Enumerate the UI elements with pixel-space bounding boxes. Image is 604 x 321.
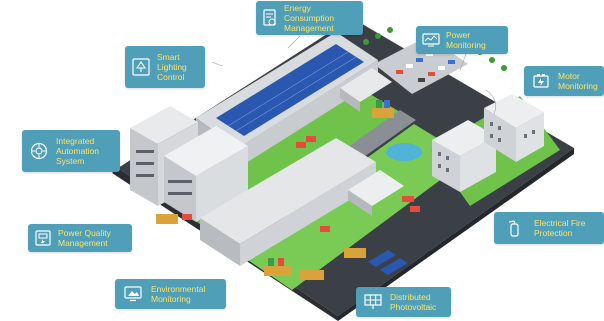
- power-quality-line-1: Power Quality: [58, 228, 111, 238]
- smart-lighting-label: Smart Lighting Control: [157, 52, 205, 82]
- ground-solar-farm: [368, 250, 408, 275]
- energy-line-1: Energy: [284, 3, 311, 13]
- motor-line-1: Motor: [558, 71, 580, 81]
- power-monitoring-line-1: Power: [446, 30, 471, 40]
- distributed-pv-tag: Distributed Photovoltaic: [356, 287, 451, 317]
- environmental-line-1: Environmental: [151, 284, 206, 294]
- electrical-fire-line-2: Protection: [534, 228, 573, 238]
- smart-lighting-tag: Smart Lighting Control: [125, 46, 205, 88]
- motor-monitoring-label: Motor Monitoring: [558, 71, 604, 91]
- office-complex: [130, 106, 248, 222]
- meter-icon: [28, 224, 58, 252]
- environmental-monitoring-tag: Environmental Monitoring: [115, 279, 226, 309]
- integrated-line-1: Integrated: [56, 136, 95, 146]
- gear-circuit-icon: [22, 130, 56, 172]
- power-monitoring-label: Power Monitoring: [446, 30, 508, 50]
- distributed-pv-label: Distributed Photovoltaic: [390, 292, 451, 312]
- energy-line-2: Consumption: [284, 13, 335, 23]
- power-monitoring-tag: Power Monitoring: [416, 26, 508, 54]
- power-quality-line-2: Management: [58, 238, 108, 248]
- integrated-line-2: Automation: [56, 146, 99, 156]
- electrical-fire-tag: Electrical Fire Protection: [494, 212, 604, 244]
- leader-lines: [211, 35, 497, 115]
- distributed-pv-line-1: Distributed: [390, 292, 431, 302]
- trucks: [182, 136, 420, 232]
- environmental-line-2: Monitoring: [151, 294, 191, 304]
- smart-lighting-line-2: Lighting: [157, 62, 187, 72]
- integrated-automation-label: Integrated Automation System: [56, 136, 120, 166]
- environment-screen-icon: [115, 279, 151, 309]
- solar-panel-icon: [356, 287, 390, 317]
- solar-panel-array: [216, 44, 364, 136]
- energy-consumption-label: Energy Consumption Management: [284, 3, 363, 33]
- energy-consumption-tag: Energy Consumption Management: [256, 1, 363, 35]
- fire-extinguisher-icon: [494, 212, 534, 244]
- motor-monitoring-tag: Motor Monitoring: [524, 66, 604, 96]
- park-base-edge-right: [338, 148, 574, 321]
- smart-lighting-line-3: Control: [157, 72, 185, 82]
- motor-line-2: Monitoring: [558, 81, 598, 91]
- environmental-label: Environmental Monitoring: [151, 284, 226, 304]
- pond: [386, 143, 422, 161]
- power-quality-tag: Power Quality Management: [28, 224, 132, 252]
- lawn-front: [236, 124, 470, 290]
- lamp-icon: [125, 46, 157, 88]
- energy-line-3: Management: [284, 23, 334, 33]
- power-monitoring-line-2: Monitoring: [446, 40, 486, 50]
- electrical-fire-line-1: Electrical Fire: [534, 218, 586, 228]
- distributed-pv-line-2: Photovoltaic: [390, 302, 437, 312]
- residential-blocks: [432, 94, 544, 192]
- electrical-fire-label: Electrical Fire Protection: [534, 218, 604, 238]
- equipment-clusters: [156, 100, 394, 280]
- power-quality-label: Power Quality Management: [58, 228, 132, 248]
- lower-warehouse: [200, 138, 404, 266]
- motor-bolt-icon: [524, 66, 558, 96]
- parked-cars: [396, 52, 455, 82]
- monitor-waveform-icon: [416, 26, 446, 54]
- integrated-line-3: System: [56, 156, 85, 166]
- document-gear-icon: [256, 1, 284, 35]
- integrated-automation-tag: Integrated Automation System: [22, 130, 120, 172]
- smart-lighting-line-1: Smart: [157, 52, 180, 62]
